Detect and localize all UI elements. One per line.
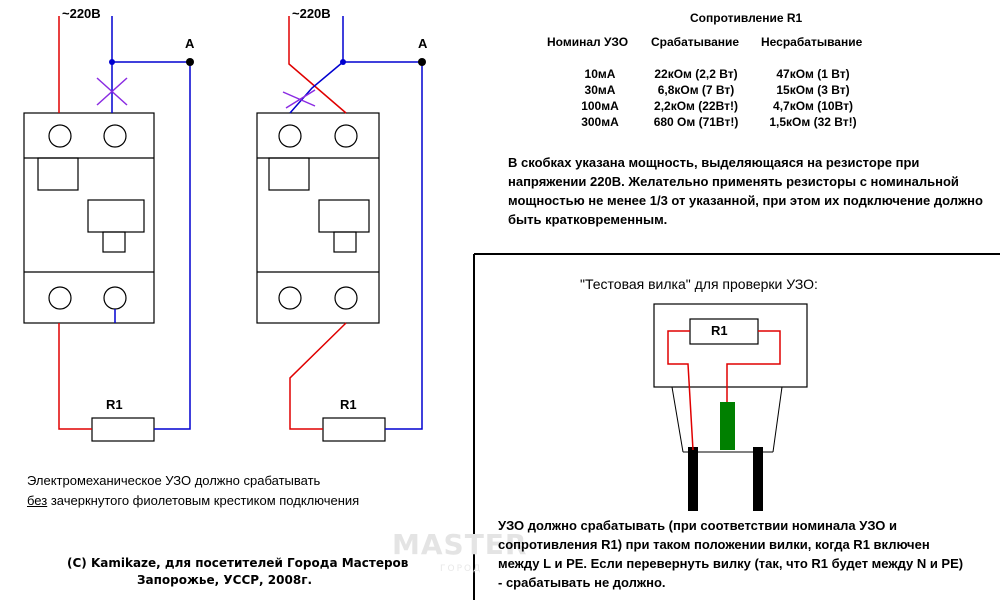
rcd-right-body — [256, 112, 380, 324]
rcd-left-lever — [102, 231, 126, 253]
rcd-right-lever — [333, 231, 357, 253]
neutral-wire-right — [342, 16, 423, 430]
neutral-wire-right-cross — [289, 61, 344, 114]
table-cell: 30мА — [584, 83, 616, 97]
plug-title: "Тестовая вилка" для проверки УЗО: — [580, 276, 818, 292]
table-header-rating: Номинал УЗО — [547, 35, 629, 49]
voltage-label-right: ~220В — [292, 6, 331, 21]
caption-left-line2: без зачеркнутого фиолетовым крестиком по… — [27, 491, 359, 511]
rcd-right-terminal-top-2 — [334, 124, 358, 148]
rcd-left — [23, 112, 155, 324]
phase-wire-right-out — [289, 322, 347, 430]
plug-wire-pe — [726, 330, 781, 402]
plug-pin-right — [753, 447, 763, 511]
rcd-right-terminal-top-1 — [278, 124, 302, 148]
resistor-left — [91, 417, 155, 442]
resistor-label-right: R1 — [340, 397, 357, 412]
watermark-logo: MASTER — [392, 528, 528, 561]
caption-left-line1: Электромеханическое УЗО должно срабатыва… — [27, 473, 321, 488]
rcd-right-test-window — [268, 157, 310, 191]
resistor-label-plug: R1 — [711, 323, 728, 338]
table-cell: 47кОм (1 Вт) — [776, 67, 850, 81]
rcd-right — [256, 112, 380, 324]
credits-line1: (С) Kamikaze, для посетителей Города Мас… — [67, 556, 409, 570]
table-cell: 6,8кОм (7 Вт) — [657, 83, 735, 97]
point-a-right-dot — [418, 58, 426, 66]
caption-underlined-word: без — [27, 493, 48, 508]
cross-mark-left — [96, 77, 128, 106]
resistor-right — [322, 417, 386, 442]
junction-right — [340, 59, 346, 65]
table-cell: 300мА — [581, 115, 619, 129]
cross-mark-right — [282, 89, 316, 109]
junction-left — [109, 59, 115, 65]
table-cell: 1,5кОм (32 Вт!) — [769, 115, 857, 129]
plug-note: УЗО должно срабатывать (при соответствии… — [498, 518, 964, 590]
plug-pe-contact — [720, 402, 735, 450]
rcd-left-terminal-bottom-1 — [48, 286, 72, 310]
plug-wire-l — [667, 330, 694, 451]
table-cell: 680 Ом (71Вт!) — [653, 115, 739, 129]
point-a-label-right: A — [418, 36, 428, 51]
table-cell: 15кОм (3 Вт) — [776, 83, 850, 97]
table-cell: 2,2кОм (22Вт!) — [654, 99, 738, 113]
point-a-label-left: A — [185, 36, 195, 51]
rcd-left-terminal-top-2 — [103, 124, 127, 148]
rcd-right-terminal-bottom-1 — [278, 286, 302, 310]
table-cell: 100мА — [581, 99, 619, 113]
phase-wire-right-in — [288, 16, 347, 114]
plug-body — [653, 303, 808, 388]
rcd-left-terminal-top-1 — [48, 124, 72, 148]
watermark-sub: ГОРОД — [440, 564, 483, 574]
point-a-left-dot — [186, 58, 194, 66]
rcd-left-test-window — [37, 157, 79, 191]
test-plug — [653, 303, 808, 511]
table-header-trip: Срабатывание — [651, 35, 740, 49]
caption-left-line2-rest: зачеркнутого фиолетовым крестиком подклю… — [47, 493, 360, 508]
table-header-no-trip: Несрабатывание — [761, 35, 863, 49]
phase-wire-left-out — [58, 323, 92, 430]
rcd-left-body — [23, 112, 155, 324]
resistor-label-left: R1 — [106, 397, 123, 412]
voltage-label-left: ~220В — [62, 6, 101, 21]
table-cell: 22кОм (2,2 Вт) — [654, 67, 738, 81]
rcd-left-terminal-bottom-2 — [103, 286, 127, 310]
neutral-wire-left — [111, 16, 191, 430]
credits-line2: Запорожье, УССР, 2008г. — [137, 573, 313, 587]
power-note: В скобках указана мощность, выделяющаяся… — [508, 155, 983, 227]
plug-pin-left — [688, 447, 698, 511]
table-title: Сопротивление R1 — [690, 11, 803, 25]
table-cell: 10мА — [584, 67, 616, 81]
rcd-right-terminal-bottom-2 — [334, 286, 358, 310]
table-cell: 4,7кОм (10Вт) — [773, 99, 853, 113]
